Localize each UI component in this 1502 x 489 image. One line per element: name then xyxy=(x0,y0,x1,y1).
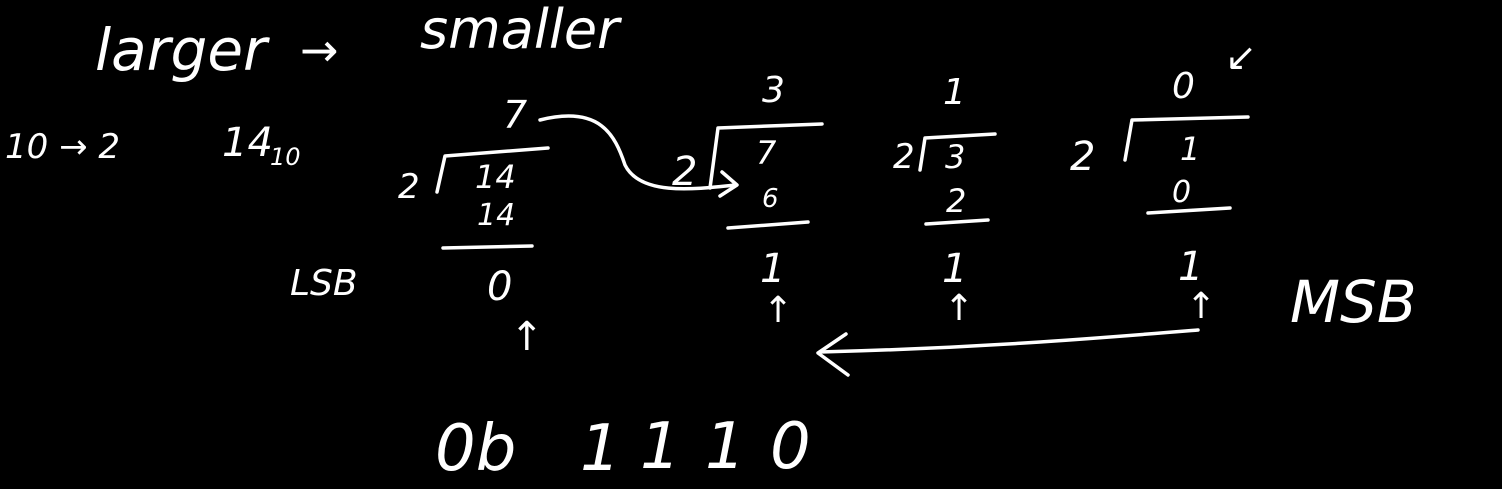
divisor: 2 xyxy=(398,167,420,207)
division-bracket xyxy=(708,122,824,190)
dividend: 14 xyxy=(475,158,516,196)
remainder-marker: ↑ xyxy=(1186,286,1216,327)
division-bracket xyxy=(918,132,997,172)
remainder: 1 xyxy=(1178,244,1203,290)
quotient: 1 xyxy=(943,72,966,113)
divisor: 2 xyxy=(672,149,697,195)
carry-arrow-head xyxy=(718,170,739,198)
product: 14 xyxy=(477,198,515,233)
remainder-marker: ↑ xyxy=(763,290,793,331)
division-step-1: 7 2 14 14 0 ↑ xyxy=(398,93,550,360)
remainder: 0 xyxy=(487,264,512,310)
division-step-4: 0 ↙ 2 1 0 1 ↑ xyxy=(1070,35,1257,327)
read-direction-arrow xyxy=(818,328,1200,354)
result-prefix: 0b xyxy=(435,412,516,486)
product: 0 xyxy=(1172,175,1191,210)
subtraction-line xyxy=(1146,206,1232,215)
result-digit-1: 1 xyxy=(580,412,621,486)
heading-larger: larger xyxy=(95,16,270,84)
subtraction-line xyxy=(441,244,534,250)
dividend: 1 xyxy=(1180,130,1200,168)
heading-arrow: → xyxy=(300,23,339,77)
conversion-subscript: 10 xyxy=(270,143,301,171)
conversion-number: 14 xyxy=(222,120,273,166)
read-direction-arrow-head xyxy=(816,332,850,377)
subtraction-line xyxy=(924,218,990,226)
product: 2 xyxy=(946,182,966,220)
remainder-marker: ↑ xyxy=(944,288,974,329)
quotient: 3 xyxy=(762,70,785,111)
result-digit-2: 1 xyxy=(640,410,681,484)
heading-smaller: smaller xyxy=(420,0,622,61)
carry-arrow xyxy=(538,114,737,191)
division-step-2: 3 2 7 6 1 ↑ xyxy=(672,70,824,331)
product: 6 xyxy=(762,184,779,214)
dividend: 7 xyxy=(756,134,777,172)
division-bracket xyxy=(435,146,550,194)
division-step-3: 1 2 3 2 1 ↑ xyxy=(893,72,997,329)
quotient: 0 xyxy=(1172,66,1195,107)
result-digit-4: 0 xyxy=(770,410,811,484)
stop-marker: ↙ xyxy=(1225,35,1257,79)
quotient: 7 xyxy=(503,93,527,137)
msb-label: MSB xyxy=(1290,268,1417,336)
division-bracket xyxy=(1123,115,1250,162)
conversion-bases: 10 → 2 xyxy=(5,127,120,167)
remainder: 1 xyxy=(760,246,785,292)
remainder-marker: ↑ xyxy=(510,314,544,360)
lsb-label: LSB xyxy=(290,263,358,304)
divisor: 2 xyxy=(893,137,915,177)
dividend: 3 xyxy=(945,138,965,176)
remainder: 1 xyxy=(942,246,967,292)
result-digit-3: 1 xyxy=(705,410,746,484)
divisor: 2 xyxy=(1070,134,1095,180)
subtraction-line xyxy=(726,220,810,230)
